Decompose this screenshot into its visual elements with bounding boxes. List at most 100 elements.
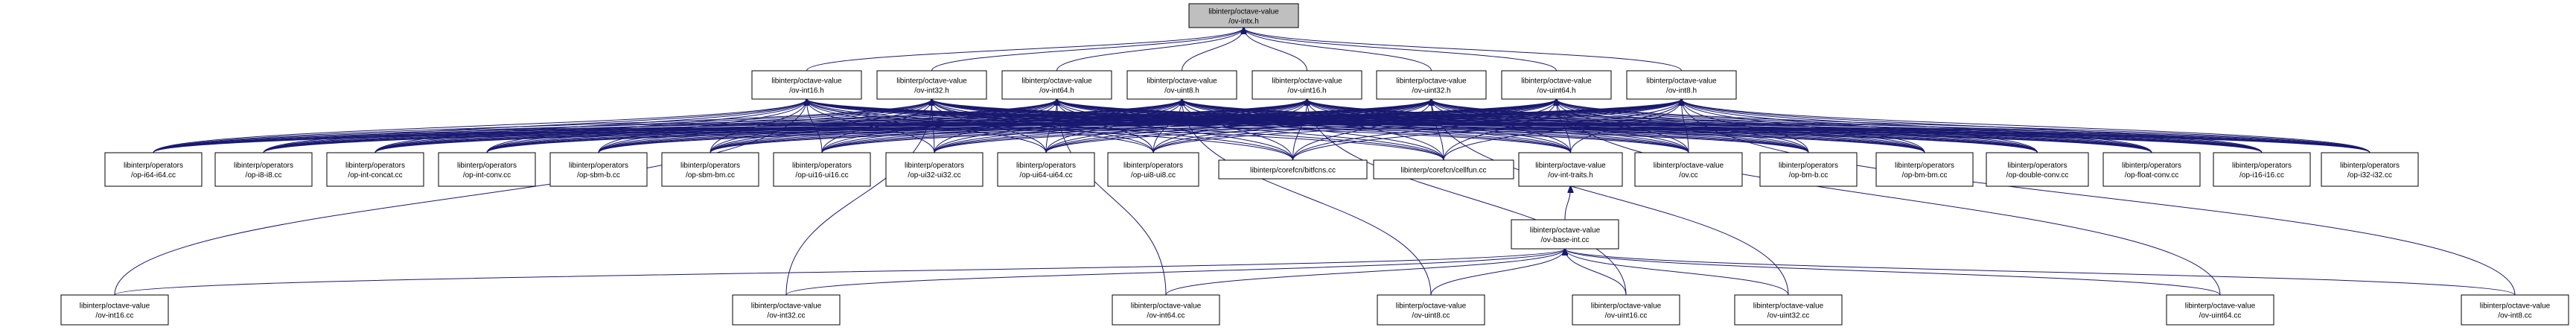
node-box[interactable] — [997, 152, 1095, 187]
graph-node-op-sbmbm[interactable]: libinterp/operators/op-sbm-bm.cc — [661, 152, 759, 187]
graph-node-h-uint32[interactable]: libinterp/octave-value/ov-uint32.h — [1376, 70, 1487, 100]
graph-node-h-int32[interactable]: libinterp/octave-value/ov-int32.h — [876, 70, 987, 100]
node-box[interactable] — [326, 152, 424, 187]
node-box[interactable] — [1001, 70, 1112, 100]
node-box[interactable] — [1377, 294, 1485, 326]
edge-cc_uint64-to-baseint — [1565, 249, 2221, 296]
graph-node-cc-int32[interactable]: libinterp/octave-value/ov-int32.cc — [732, 294, 841, 326]
node-box[interactable] — [1501, 70, 1612, 100]
edge-cc_uint8-to-baseint — [1430, 249, 1565, 296]
node-label: libinterp/octave-value — [771, 77, 842, 86]
graph-node-op-ui64[interactable]: libinterp/operators/op-ui64-ui64.cc — [997, 152, 1095, 187]
node-box[interactable] — [438, 152, 536, 187]
graph-node-h-int8[interactable]: libinterp/octave-value/ov-int8.h — [1626, 70, 1737, 100]
graph-node-bitfcns[interactable]: libinterp/corefcn/bitfcns.cc — [1218, 159, 1368, 180]
node-box[interactable] — [876, 70, 987, 100]
node-box[interactable] — [104, 152, 203, 187]
graph-node-h-uint16[interactable]: libinterp/octave-value/ov-uint16.h — [1252, 70, 1362, 100]
node-box[interactable] — [2213, 152, 2311, 187]
node-label: /op-i32-i32.cc — [2347, 171, 2392, 180]
node-label: libinterp/operators — [234, 162, 293, 170]
graph-node-ovcc[interactable]: libinterp/octave-value/ov.cc — [1634, 152, 1743, 187]
graph-node-op-dconv[interactable]: libinterp/operators/op-double-conv.cc — [1986, 152, 2089, 187]
graph-node-h-int64[interactable]: libinterp/octave-value/ov-int64.h — [1001, 70, 1112, 100]
node-box[interactable] — [1188, 3, 1299, 28]
graph-node-cc-int64[interactable]: libinterp/octave-value/ov-int64.cc — [1112, 294, 1220, 326]
graph-node-h-uint8[interactable]: libinterp/octave-value/ov-uint8.h — [1126, 70, 1237, 100]
edge-op_i32-to-h_uint16 — [1307, 99, 2371, 153]
node-box[interactable] — [214, 152, 313, 187]
node-box[interactable] — [1511, 219, 1619, 250]
edge-op_dconv-to-h_int16 — [807, 99, 2038, 153]
edge-op_ui8-to-h_int32 — [932, 99, 1154, 153]
graph-node-op-i8[interactable]: libinterp/operators/op-i8-i8.cc — [214, 152, 313, 187]
graph-node-op-i16[interactable]: libinterp/operators/op-i16-i16.cc — [2213, 152, 2311, 187]
node-box[interactable] — [1218, 159, 1368, 180]
edge-layer — [114, 28, 2516, 296]
edge-op_intconv-to-h_int64 — [486, 99, 1057, 153]
node-box[interactable] — [1875, 152, 1974, 187]
graph-node-op-ui8[interactable]: libinterp/operators/op-ui8-ui8.cc — [1107, 152, 1199, 187]
node-box[interactable] — [2166, 294, 2274, 326]
node-box[interactable] — [1759, 152, 1858, 187]
graph-node-inttraits[interactable]: libinterp/octave-value/ov-int-traits.h — [1518, 152, 1623, 187]
node-box[interactable] — [1572, 294, 1680, 326]
graph-node-root[interactable]: libinterp/octave-value/ov-intx.h — [1188, 3, 1299, 28]
graph-node-h-int16[interactable]: libinterp/octave-value/ov-int16.h — [751, 70, 862, 100]
graph-node-cc-uint64[interactable]: libinterp/octave-value/ov-uint64.cc — [2166, 294, 2274, 326]
graph-node-cc-uint8[interactable]: libinterp/octave-value/ov-uint8.cc — [1377, 294, 1485, 326]
node-box[interactable] — [2461, 294, 2569, 326]
node-label: libinterp/corefcn/cellfun.cc — [1400, 167, 1486, 175]
graph-node-h-uint64[interactable]: libinterp/octave-value/ov-uint64.h — [1501, 70, 1612, 100]
node-label: /ov-uint32.h — [1412, 87, 1450, 95]
node-label: /op-bm-b.cc — [1789, 171, 1829, 180]
edge-op_i32-to-h_int32 — [932, 99, 2371, 153]
graph-node-cc-uint32[interactable]: libinterp/octave-value/ov-uint32.cc — [1734, 294, 1843, 326]
node-box[interactable] — [1518, 152, 1623, 187]
graph-node-cc-int8[interactable]: libinterp/octave-value/ov-int8.cc — [2461, 294, 2569, 326]
node-label: libinterp/octave-value — [751, 302, 822, 311]
node-box[interactable] — [773, 152, 871, 187]
graph-node-baseint[interactable]: libinterp/octave-value/ov-base-int.cc — [1511, 219, 1619, 250]
node-box[interactable] — [885, 152, 983, 187]
edge-cellfun-to-h_int32 — [932, 99, 1444, 161]
node-box[interactable] — [2321, 152, 2419, 187]
graph-node-op-bmb[interactable]: libinterp/operators/op-bm-b.cc — [1759, 152, 1858, 187]
graph-node-op-i32[interactable]: libinterp/operators/op-i32-i32.cc — [2321, 152, 2419, 187]
node-box[interactable] — [1986, 152, 2089, 187]
node-label: libinterp/operators — [1123, 162, 1183, 170]
edge-op_i16-to-h_int16 — [807, 99, 2263, 153]
node-box[interactable] — [1252, 70, 1362, 100]
node-box[interactable] — [1626, 70, 1737, 100]
node-label: libinterp/operators — [2340, 162, 2400, 170]
node-label: libinterp/operators — [2007, 162, 2067, 170]
node-label: /op-ui8-ui8.cc — [1131, 171, 1176, 180]
graph-node-op-bmbm[interactable]: libinterp/operators/op-bm-bm.cc — [1875, 152, 1974, 187]
graph-node-op-intconv[interactable]: libinterp/operators/op-int-conv.cc — [438, 152, 536, 187]
node-box[interactable] — [60, 294, 169, 326]
edge-cc_int64-to-h_int64 — [1057, 99, 1167, 296]
graph-node-op-ui32[interactable]: libinterp/operators/op-ui32-ui32.cc — [885, 152, 983, 187]
node-box[interactable] — [1376, 70, 1487, 100]
graph-node-op-ui16[interactable]: libinterp/operators/op-ui16-ui16.cc — [773, 152, 871, 187]
edge-baseint-to-inttraits — [1564, 186, 1571, 220]
graph-node-cellfun[interactable]: libinterp/corefcn/cellfun.cc — [1373, 159, 1514, 180]
graph-node-op-fconv[interactable]: libinterp/operators/op-float-conv.cc — [2102, 152, 2201, 187]
graph-node-cc-uint16[interactable]: libinterp/octave-value/ov-uint16.cc — [1572, 294, 1680, 326]
node-box[interactable] — [2102, 152, 2201, 187]
graph-node-op-concat[interactable]: libinterp/operators/op-int-concat.cc — [326, 152, 424, 187]
graph-node-op-i64[interactable]: libinterp/operators/op-i64-i64.cc — [104, 152, 203, 187]
node-box[interactable] — [549, 152, 648, 187]
edge-op_ui32-to-h_int16 — [807, 99, 935, 153]
node-box[interactable] — [1373, 159, 1514, 180]
node-box[interactable] — [661, 152, 759, 187]
node-box[interactable] — [1107, 152, 1199, 187]
graph-node-cc-int16[interactable]: libinterp/octave-value/ov-int16.cc — [60, 294, 169, 326]
node-box[interactable] — [732, 294, 841, 326]
node-box[interactable] — [751, 70, 862, 100]
node-box[interactable] — [1126, 70, 1237, 100]
node-box[interactable] — [1734, 294, 1843, 326]
node-box[interactable] — [1634, 152, 1743, 187]
graph-node-op-sbmb[interactable]: libinterp/operators/op-sbm-b.cc — [549, 152, 648, 187]
node-box[interactable] — [1112, 294, 1220, 326]
